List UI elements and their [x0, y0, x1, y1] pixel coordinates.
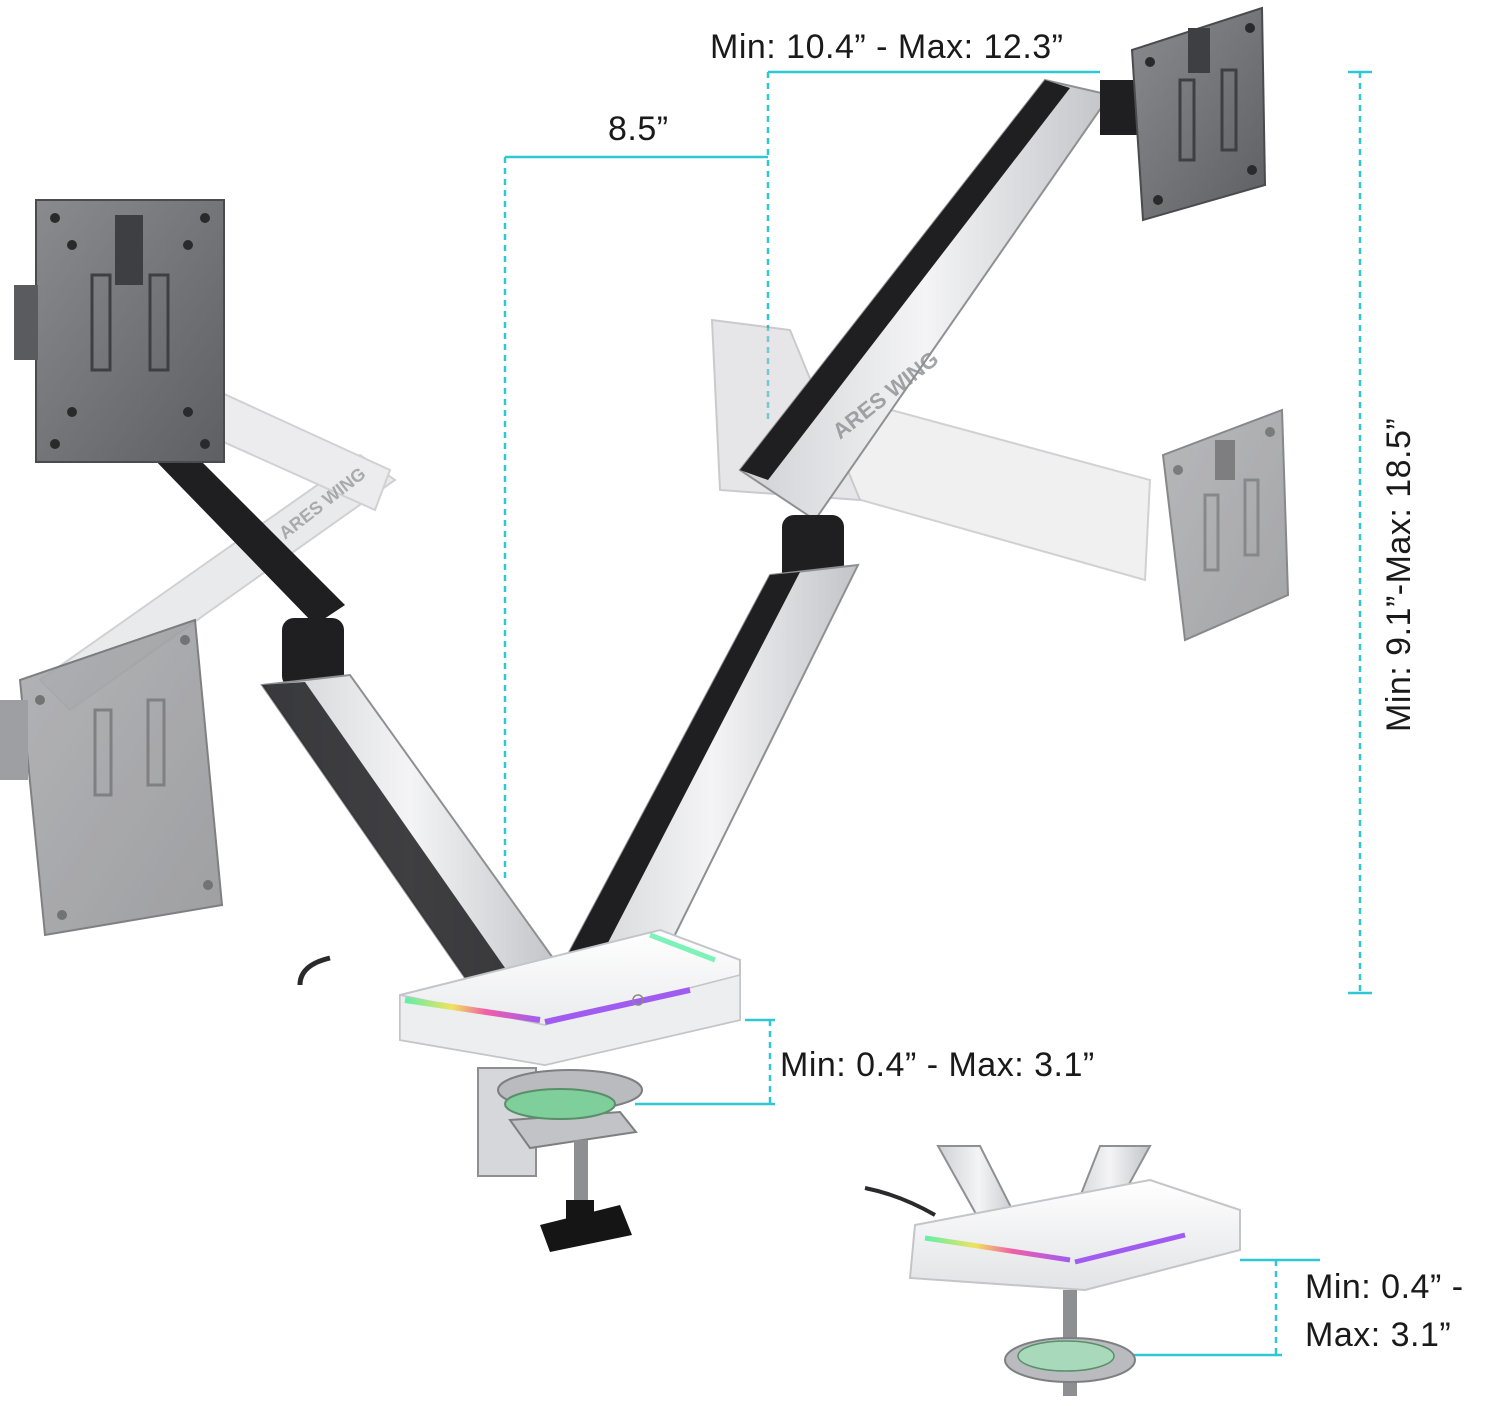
base-with-rgb: [297, 928, 741, 1067]
right-arm: [563, 78, 1145, 967]
left-arm-lower-shade: [262, 682, 510, 985]
grommet-base-icon: [864, 1145, 1241, 1396]
arm-extension-label: Min: 10.4” - Max: 12.3”: [710, 28, 1064, 66]
clamp-thickness-label: Min: 0.4” - Max: 3.1”: [780, 1046, 1095, 1084]
vesa-plate-icon: [0, 618, 224, 937]
left-arm-upper: [150, 445, 345, 625]
right-arm-lower-dark: [565, 572, 800, 962]
grommet-thickness-label-line2: Max: 3.1”: [1305, 1316, 1452, 1354]
rgb-strip: [404, 997, 541, 1023]
arm-offset-label: 8.5”: [608, 110, 669, 148]
base-button: [632, 994, 644, 1006]
left-arm-joint: [282, 618, 344, 688]
c-clamp-icon: [477, 1067, 643, 1252]
dimension-lines: [503, 70, 1372, 1357]
vesa-plate-icon: [1130, 6, 1267, 222]
vesa-plate-icon: [14, 199, 225, 463]
vesa-plate-icon: [1161, 408, 1290, 642]
grommet-thickness-label-line1: Min: 0.4” -: [1305, 1268, 1464, 1306]
right-arm-upper-dark: [740, 80, 1070, 480]
height-range-label: Min: 9.1”-Max: 18.5”: [1380, 417, 1418, 732]
